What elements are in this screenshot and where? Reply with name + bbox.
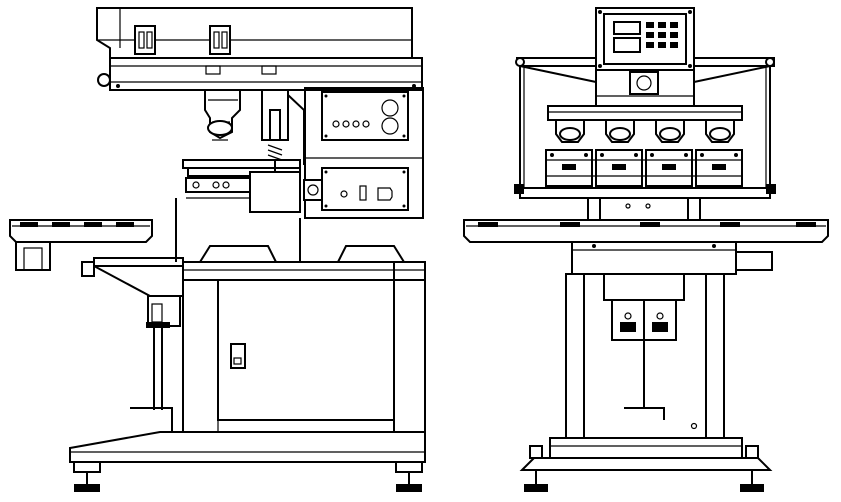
table-support-arm [81, 257, 184, 432]
side-base-frame [69, 431, 426, 492]
print-pad-2 [605, 119, 635, 143]
stroke-arm [175, 159, 301, 262]
ink-cup-blocks [545, 149, 743, 187]
print-head-housing [96, 7, 413, 87]
front-base [519, 437, 773, 492]
machine-body [303, 87, 424, 219]
print-pad-1 [555, 119, 585, 143]
front-head-frame [595, 69, 695, 107]
print-pads [555, 119, 735, 143]
head-main-plate [109, 57, 423, 91]
machine-cabinet [182, 261, 426, 433]
cliche-base [199, 218, 405, 263]
control-panel-box [595, 7, 695, 71]
drive-block [603, 273, 685, 420]
front-upper-body [571, 241, 773, 275]
front-rotary-table [463, 219, 829, 243]
print-pad-3 [655, 119, 685, 143]
cliche-plate-bar [519, 187, 771, 220]
side-rotary-table [9, 219, 153, 271]
pad-carriage-rail [547, 105, 743, 121]
print-pad-4 [705, 119, 735, 143]
side-view [9, 7, 426, 492]
front-view [463, 7, 829, 492]
print-pad-holder [204, 89, 241, 141]
